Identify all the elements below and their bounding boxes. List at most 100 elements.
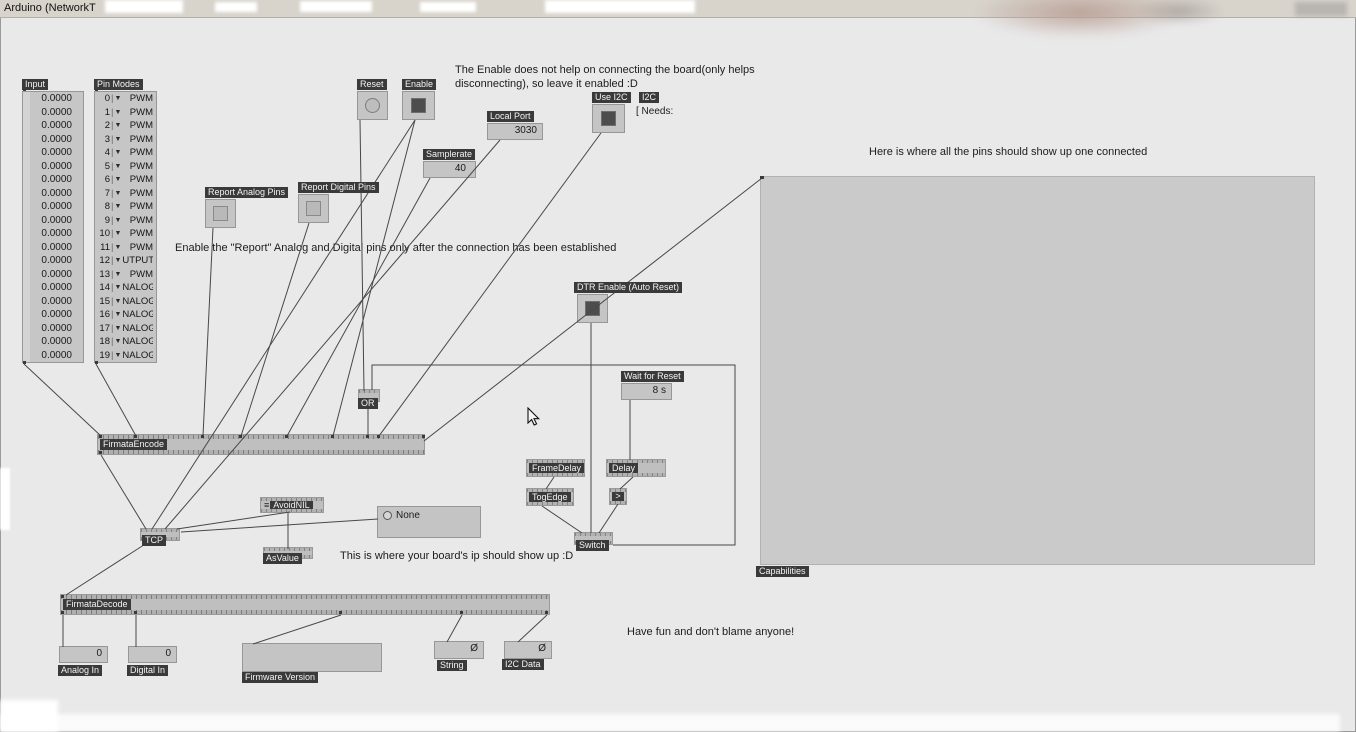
firmata-decode-node[interactable]: FirmataDecode xyxy=(60,594,550,615)
pin-strip[interactable] xyxy=(141,529,179,532)
input-value-row[interactable]: 0.0000 xyxy=(41,336,72,347)
pin-mode-row[interactable]: 4|▼PWM xyxy=(95,146,156,160)
pin-mode-value[interactable]: NALOG xyxy=(122,295,153,307)
pin-mode-value[interactable]: UTPUT xyxy=(122,255,153,267)
dropdown-arrow-icon[interactable]: ▼ xyxy=(114,162,122,170)
pin-mode-value[interactable]: PWM xyxy=(129,214,153,226)
input-iobox[interactable]: 0.0000 0.0000 0.0000 0.0000 0.0000 0.0000 0.00… xyxy=(22,91,84,363)
input-value-row[interactable]: 0.0000 xyxy=(41,93,72,104)
input-value-row[interactable]: 0.0000 xyxy=(41,147,72,158)
pin-mode-row[interactable]: 18|▼NALOG xyxy=(95,335,156,349)
pin-mode-row[interactable]: 8|▼PWM xyxy=(95,200,156,214)
pin-strip[interactable] xyxy=(264,548,312,551)
dropdown-arrow-icon[interactable]: ▼ xyxy=(114,203,122,211)
window-titlebar[interactable]: Arduino (NetworkT xyxy=(0,0,1356,18)
bang-circle-icon[interactable] xyxy=(365,98,380,113)
greater-than-node[interactable]: > xyxy=(609,488,627,505)
pin-strip[interactable] xyxy=(610,501,626,504)
pin-mode-row[interactable]: 3|▼PWM xyxy=(95,133,156,147)
i2c-data-value[interactable]: Ø xyxy=(504,641,552,659)
samplerate-value[interactable]: 40 xyxy=(423,161,476,178)
toggle-on-icon[interactable] xyxy=(411,98,426,113)
radio-icon[interactable] xyxy=(383,510,392,520)
dropdown-arrow-icon[interactable]: ▼ xyxy=(114,351,122,359)
pin-mode-row[interactable]: 2|▼PWM xyxy=(95,119,156,133)
dropdown-arrow-icon[interactable]: ▼ xyxy=(114,108,122,116)
toggle-on-icon[interactable] xyxy=(601,111,616,126)
input-value-row[interactable]: 0.0000 xyxy=(41,174,72,185)
pin-mode-value[interactable]: PWM xyxy=(129,160,153,172)
pin-mode-row[interactable]: 17|▼NALOG xyxy=(95,322,156,336)
firmware-version-iobox[interactable] xyxy=(242,643,382,672)
input-value-row[interactable]: 0.0000 xyxy=(41,322,72,334)
enable-toggle[interactable] xyxy=(402,91,435,120)
input-value-row[interactable]: 0.0000 xyxy=(41,120,72,131)
input-value-row[interactable]: 0.0000 xyxy=(41,282,72,293)
pin-mode-value[interactable]: PWM xyxy=(129,228,153,240)
dropdown-arrow-icon[interactable]: ▼ xyxy=(114,324,122,332)
dropdown-arrow-icon[interactable]: ▼ xyxy=(114,243,122,251)
input-value-row[interactable]: 0.0000 xyxy=(41,255,72,266)
pin-mode-value[interactable]: PWM xyxy=(129,241,153,253)
avoid-nil-node[interactable]: ≡ AvoidNIL xyxy=(260,497,324,513)
dropdown-arrow-icon[interactable]: ▼ xyxy=(114,311,122,319)
capabilities-iobox[interactable] xyxy=(760,176,1315,565)
dropdown-arrow-icon[interactable]: ▼ xyxy=(114,338,122,346)
pin-mode-value[interactable]: PWM xyxy=(129,147,153,159)
dropdown-arrow-icon[interactable]: ▼ xyxy=(114,135,122,143)
input-value-row[interactable]: 0.0000 xyxy=(41,201,72,212)
dropdown-arrow-icon[interactable]: ▼ xyxy=(114,189,122,197)
ip-select-iobox[interactable]: None xyxy=(377,506,481,538)
input-value-row[interactable]: 0.0000 xyxy=(41,160,72,172)
input-value-row[interactable]: 0.0000 xyxy=(41,214,72,226)
input-value-row[interactable]: 0.0000 xyxy=(41,106,72,118)
report-digital-toggle[interactable] xyxy=(298,194,329,223)
pin-mode-row[interactable]: 14|▼NALOG xyxy=(95,281,156,295)
pin-mode-value[interactable]: NALOG xyxy=(122,282,153,294)
wait-for-reset-value[interactable]: 8 s xyxy=(621,383,672,400)
pin-mode-row[interactable]: 9|▼PWM xyxy=(95,214,156,228)
string-value[interactable]: Ø xyxy=(434,641,484,659)
local-port-value[interactable]: 3030 xyxy=(487,123,543,140)
pin-strip[interactable] xyxy=(61,610,549,614)
firmata-encode-node[interactable]: FirmataEncode xyxy=(97,434,425,455)
dropdown-arrow-icon[interactable]: ▼ xyxy=(114,216,122,224)
pin-mode-row[interactable]: 16|▼NALOG xyxy=(95,308,156,322)
dropdown-arrow-icon[interactable]: ▼ xyxy=(114,176,122,184)
pin-mode-value[interactable]: PWM xyxy=(129,268,153,280)
toggle-off-icon[interactable] xyxy=(213,206,228,221)
dropdown-arrow-icon[interactable]: ▼ xyxy=(114,257,122,265)
pin-mode-row[interactable]: 5|▼PWM xyxy=(95,160,156,174)
input-value-row[interactable]: 0.0000 xyxy=(41,268,72,280)
dropdown-arrow-icon[interactable]: ▼ xyxy=(114,230,122,238)
pin-mode-row[interactable]: 19|▼NALOG xyxy=(95,349,156,363)
input-value-row[interactable]: 0.0000 xyxy=(41,133,72,145)
pin-mode-value[interactable]: NALOG xyxy=(122,349,153,361)
pin-mode-row[interactable]: 7|▼PWM xyxy=(95,187,156,201)
pin-mode-row[interactable]: 6|▼PWM xyxy=(95,173,156,187)
pin-mode-value[interactable]: PWM xyxy=(129,133,153,145)
pin-mode-row[interactable]: 1|▼PWM xyxy=(95,106,156,120)
pin-mode-row[interactable]: 12|▼UTPUT xyxy=(95,254,156,268)
toggle-off-icon[interactable] xyxy=(306,201,321,216)
use-i2c-toggle[interactable] xyxy=(592,104,625,133)
tog-edge-node[interactable]: TogEdge xyxy=(526,488,574,506)
reset-bang[interactable] xyxy=(357,91,388,120)
pin-strip[interactable] xyxy=(607,473,665,476)
input-value-row[interactable]: 0.0000 xyxy=(41,295,72,307)
pin-strip[interactable] xyxy=(61,595,549,599)
pin-strip[interactable] xyxy=(261,509,323,512)
pin-mode-value[interactable]: PWM xyxy=(129,201,153,213)
dropdown-arrow-icon[interactable]: ▼ xyxy=(114,95,122,103)
input-value-row[interactable]: 0.0000 xyxy=(41,349,72,361)
pin-mode-row[interactable]: 10|▼PWM xyxy=(95,227,156,241)
pin-mode-row[interactable]: 13|▼PWM xyxy=(95,268,156,282)
dropdown-arrow-icon[interactable]: ▼ xyxy=(114,297,122,305)
pin-mode-value[interactable]: PWM xyxy=(129,187,153,199)
pin-mode-row[interactable]: 15|▼NALOG xyxy=(95,295,156,309)
input-value-row[interactable]: 0.0000 xyxy=(41,241,72,253)
pin-strip[interactable] xyxy=(527,502,573,505)
dropdown-arrow-icon[interactable]: ▼ xyxy=(114,284,122,292)
input-value-row[interactable]: 0.0000 xyxy=(41,187,72,199)
